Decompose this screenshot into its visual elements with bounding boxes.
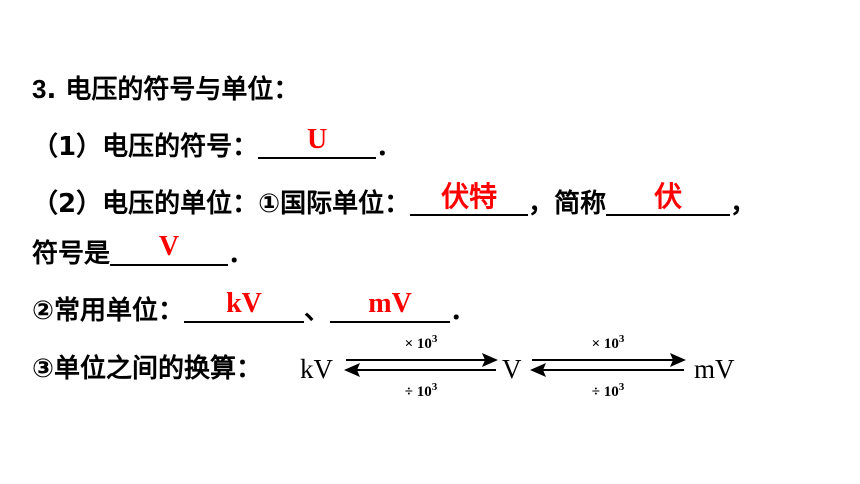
conversion-arrows-v-mv: × 103 ÷ 103 [528,332,688,406]
section-number: 3 [32,74,47,104]
section-heading: 3. 电压的符号与单位： [32,72,860,107]
blank-unit-short[interactable]: 伏 [606,182,731,216]
blank-unit-name[interactable]: 伏特 [410,182,529,216]
section-dot: . [46,75,57,105]
unit-mv: mV [694,354,735,384]
arrow1-top-label: × 103 [405,333,438,352]
conversion-arrows-kv-v: × 103 ÷ 103 [342,332,500,406]
item-symbol: （1）电压的符号： U ． [32,125,860,164]
blank-common-unit-b[interactable]: mV [330,289,451,323]
item-symbol-tail: ． [376,132,403,162]
arrow1-bottom-label: ÷ 103 [405,381,438,400]
item-unit-mid: ，简称 [528,189,607,219]
item-symbol-label: （1）电压的符号： [32,132,259,162]
arrow2-left-head [530,363,546,377]
arrow2-right-head [670,353,686,367]
item-conversion: ③单位之间的换算： kV × 103 ÷ 103 V × 103 ÷ 103 m… [32,333,860,400]
answer-common-unit-kv: kV [226,288,262,319]
item-common-units: ②常用单位： kV 、 mV ． [32,289,860,328]
unit-kv: kV [300,354,333,384]
item-unit-symbol: 符号是 V ． [32,232,860,271]
answer-unit-short: 伏 [654,180,683,213]
arrow2-bottom-label: ÷ 103 [592,381,625,400]
item-common-units-label: ②常用单位： [32,296,185,326]
item-unit-label: （2）电压的单位：①国际单位： [32,189,411,219]
blank-common-unit-a[interactable]: kV [184,289,305,323]
answer-unit-name: 伏特 [441,180,498,213]
item-conversion-label: ③单位之间的换算： [32,354,263,384]
item-unit: （2）电压的单位：①国际单位： 伏特 ，简称 伏 ， [32,182,860,221]
item-common-units-tail: ． [450,296,477,326]
answer-common-unit-mv: mV [368,288,412,319]
item-unit-symbol-label: 符号是 [32,239,111,269]
item-unit-symbol-tail: ． [228,239,255,269]
arrow2-top-label: × 103 [592,333,625,352]
item-common-units-sep: 、 [304,296,331,326]
unit-v: V [502,354,522,384]
section-title: 电压的符号与单位： [65,75,300,105]
answer-symbol-u: U [306,124,328,155]
arrow1-left-head [344,363,360,377]
blank-unit-symbol[interactable]: V [110,232,229,266]
arrow1-right-head [482,353,498,367]
answer-unit-symbol: V [158,231,180,262]
blank-symbol[interactable]: U [258,125,377,159]
item-unit-tail: ， [730,189,757,219]
